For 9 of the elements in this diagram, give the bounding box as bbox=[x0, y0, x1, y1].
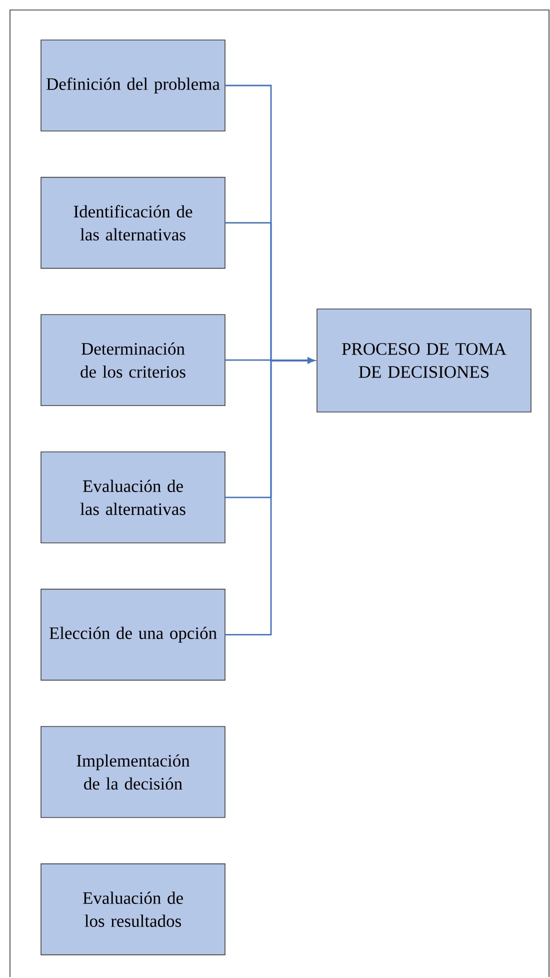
title-box: PROCESO DE TOMA DE DECISIONES bbox=[316, 308, 532, 412]
step-box: Elección de una opción bbox=[40, 588, 226, 681]
step-box: Evaluación de los resultados bbox=[40, 863, 226, 956]
step-box: Definición del problema bbox=[40, 40, 226, 132]
step-box: Evaluación de las alternativas bbox=[40, 452, 226, 544]
arrow bbox=[225, 358, 314, 636]
step-box: Implementación de la decisión bbox=[40, 726, 226, 818]
step-box: Determinación de los criterios bbox=[40, 314, 226, 406]
step-box: Identificación de las alternativas bbox=[40, 176, 226, 269]
